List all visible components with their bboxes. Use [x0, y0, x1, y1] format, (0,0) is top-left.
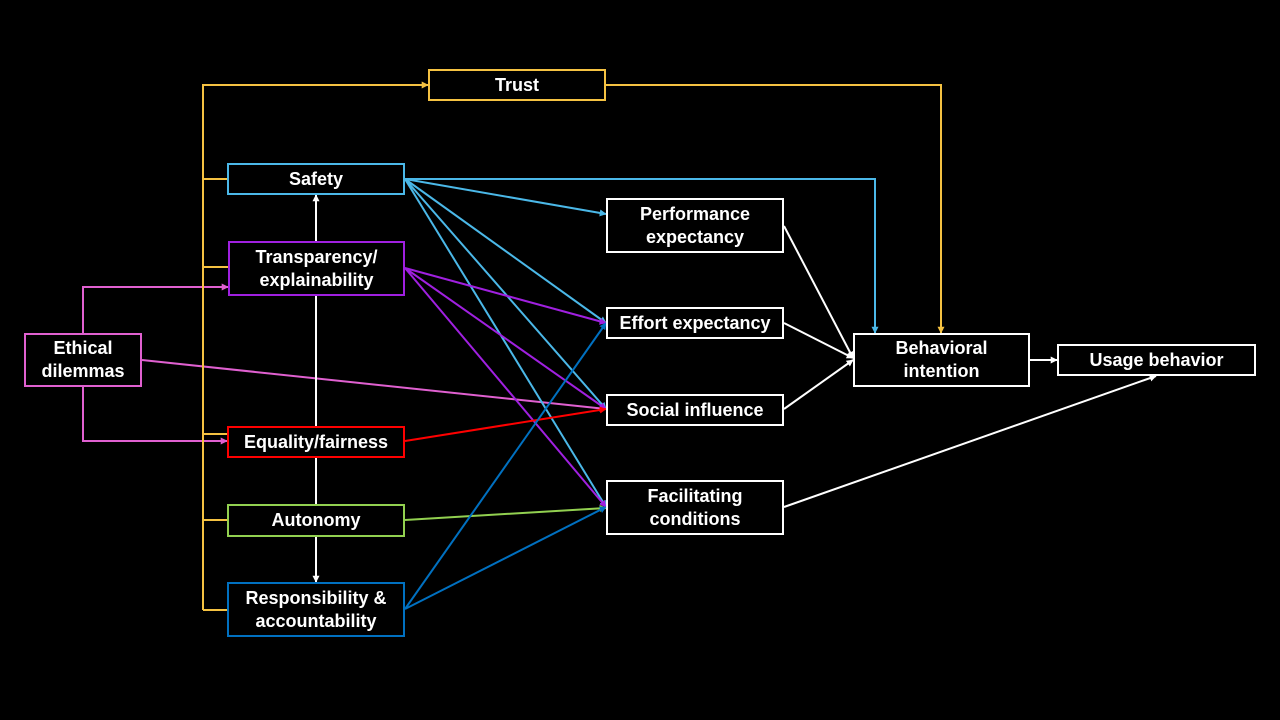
node-transparency: Transparency/ explainability — [228, 241, 405, 296]
edge-transparency-to-social — [404, 267, 607, 410]
node-facilitating-conditions: Facilitating conditions — [606, 480, 784, 535]
edge-responsibility-to-facilitating — [404, 506, 607, 610]
edge-ethical-to-transparency — [82, 283, 229, 333]
node-autonomy: Autonomy — [227, 504, 405, 537]
edge-equality-to-social — [404, 406, 607, 442]
edge-safety-to-performance — [404, 178, 607, 217]
edge-social-to-behavioral — [783, 359, 854, 410]
edge-performance-to-behavioral — [783, 225, 854, 359]
node-ethical-dilemmas: Ethical dilemmas — [24, 333, 142, 387]
edge-facilitating-to-usage — [783, 374, 1157, 508]
edge-transparency-to-facilitating — [404, 267, 607, 508]
edge-transparency-to-effort — [404, 267, 607, 325]
node-usage-behavior: Usage behavior — [1057, 344, 1256, 376]
edge-safety-to-behavioral — [405, 178, 879, 334]
node-social-influence: Social influence — [606, 394, 784, 426]
node-equality: Equality/fairness — [227, 426, 405, 458]
edge-effort-to-behavioral — [783, 322, 854, 359]
edge-safety-to-social — [404, 178, 607, 410]
node-behavioral-intention: Behavioral intention — [853, 333, 1030, 387]
edge-safety-to-effort — [404, 178, 607, 324]
node-trust: Trust — [428, 69, 606, 101]
edge-ethical-to-social — [141, 359, 607, 412]
node-safety: Safety — [227, 163, 405, 195]
node-effort-expectancy: Effort expectancy — [606, 307, 784, 339]
edge-responsibility-to-effort — [404, 322, 607, 610]
node-performance-expectancy: Performance expectancy — [606, 198, 784, 253]
edge-ethical-to-equality — [82, 387, 228, 445]
edge-trust-to-behavioral — [606, 84, 945, 334]
edge-safety-to-facilitating — [404, 178, 607, 508]
node-responsibility: Responsibility & accountability — [227, 582, 405, 637]
edge-autonomy-to-facilitating — [404, 504, 607, 521]
